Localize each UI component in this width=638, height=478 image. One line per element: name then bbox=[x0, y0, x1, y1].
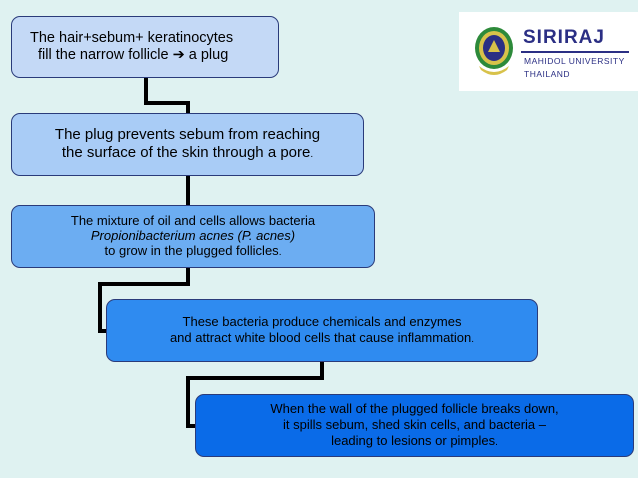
siriraj-logo: SIRIRAJ MAHIDOL UNIVERSITY THAILAND bbox=[459, 12, 638, 91]
step-5-period: . bbox=[495, 436, 498, 448]
step-2-line-2-text: the surface of the skin through a pore bbox=[61, 143, 311, 161]
step-3-box: The mixture of oil and cells allows bact… bbox=[11, 205, 375, 268]
logo-line-2: THAILAND bbox=[524, 69, 571, 79]
step-2-line-2: the surface of the skin through a pore. bbox=[62, 144, 313, 164]
step-5-line-3-text: leading to lesions or pimples bbox=[331, 432, 496, 448]
logo-line-1: MAHIDOL UNIVERSITY bbox=[524, 56, 625, 66]
step-3-line-3: to grow in the plugged follicles. bbox=[105, 243, 282, 260]
step-2-box: The plug prevents sebum from reaching th… bbox=[11, 113, 364, 176]
connector-1-2 bbox=[144, 78, 190, 113]
step-4-line-2-text: and attract white blood cells that cause… bbox=[169, 329, 472, 345]
step-5-line-2: it spills sebum, shed skin cells, and ba… bbox=[282, 416, 546, 432]
step-4-line-2: and attract white blood cells that cause… bbox=[170, 330, 474, 348]
step-4-period: . bbox=[471, 333, 475, 345]
connector-4-5 bbox=[186, 362, 324, 428]
step-1-box: The hair+sebum+ keratinocytes fill the n… bbox=[11, 16, 279, 78]
step-3-bacteria-name: Propionibacterium acnes (P. acnes) bbox=[90, 228, 296, 243]
step-2-line-1: The plug prevents sebum from reaching bbox=[54, 125, 321, 143]
step-2-period: . bbox=[310, 148, 314, 160]
step-3-line-1: The mixture of oil and cells allows bact… bbox=[70, 213, 316, 228]
step-1-line-1: The hair+sebum+ keratinocytes bbox=[30, 30, 234, 46]
step-5-line-1: When the wall of the plugged follicle br… bbox=[270, 400, 559, 416]
step-4-box: These bacteria produce chemicals and enz… bbox=[106, 299, 538, 362]
step-4-line-1: These bacteria produce chemicals and enz… bbox=[182, 313, 462, 329]
step-3-period: . bbox=[278, 247, 282, 258]
step-1-line-2: fill the narrow follicle ➔ a plug bbox=[38, 47, 229, 63]
connector-3-4 bbox=[98, 268, 190, 333]
step-5-box: When the wall of the plugged follicle br… bbox=[195, 394, 634, 457]
logo-name: SIRIRAJ bbox=[523, 27, 605, 48]
step-3-line-3-text: to grow in the plugged follicles bbox=[104, 243, 279, 258]
step-5-line-3: leading to lesions or pimples. bbox=[331, 433, 498, 451]
university-seal-icon bbox=[475, 27, 513, 75]
logo-divider bbox=[521, 51, 629, 53]
